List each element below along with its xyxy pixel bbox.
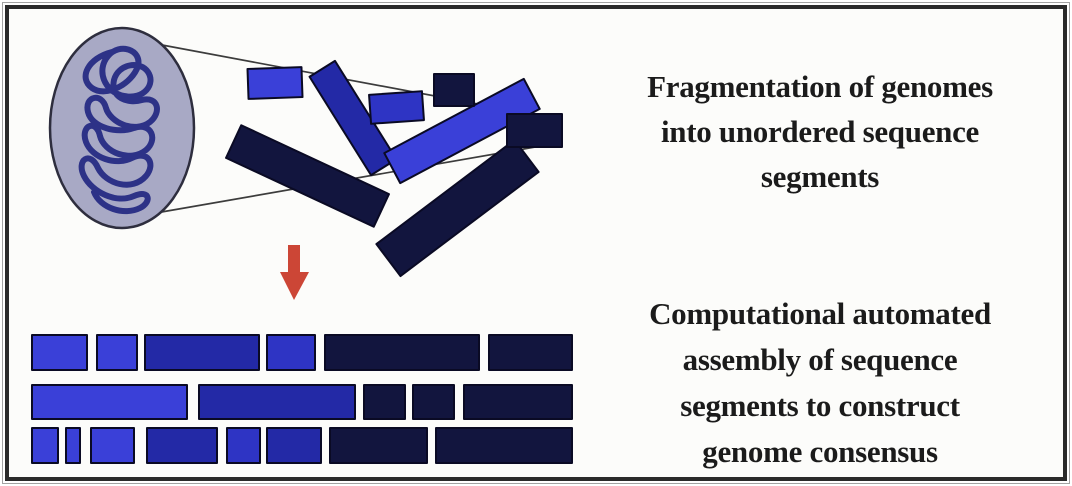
assembly-segment <box>324 334 480 371</box>
assembly-segment <box>266 334 316 371</box>
assembly-segment <box>144 334 260 371</box>
assembly-segment <box>146 427 218 464</box>
assembly-segment <box>329 427 428 464</box>
sequence-fragment <box>505 112 563 148</box>
assembly-caption: Computational automated assembly of sequ… <box>649 296 991 469</box>
assembly-segment <box>266 427 322 464</box>
assembly-segment <box>226 427 261 464</box>
sequence-fragment <box>433 73 475 107</box>
assembly-segment <box>412 384 455 420</box>
assembly-segment <box>463 384 573 420</box>
assembly-segment <box>488 334 573 371</box>
assembly-segment <box>96 334 138 371</box>
assembly-segment <box>90 427 135 464</box>
assembly-segment <box>198 384 356 420</box>
fragmentation-caption: Fragmentation of genomes into unordered … <box>647 69 993 194</box>
assembly-segment <box>31 427 59 464</box>
down-arrow-icon <box>280 245 309 300</box>
assembly-segment <box>31 384 188 420</box>
assembly-segment <box>65 427 81 464</box>
assembly-segment <box>363 384 406 420</box>
assembly-segment <box>31 334 88 371</box>
assembly-segment <box>435 427 573 464</box>
dna-tangle-scribble <box>78 45 160 215</box>
